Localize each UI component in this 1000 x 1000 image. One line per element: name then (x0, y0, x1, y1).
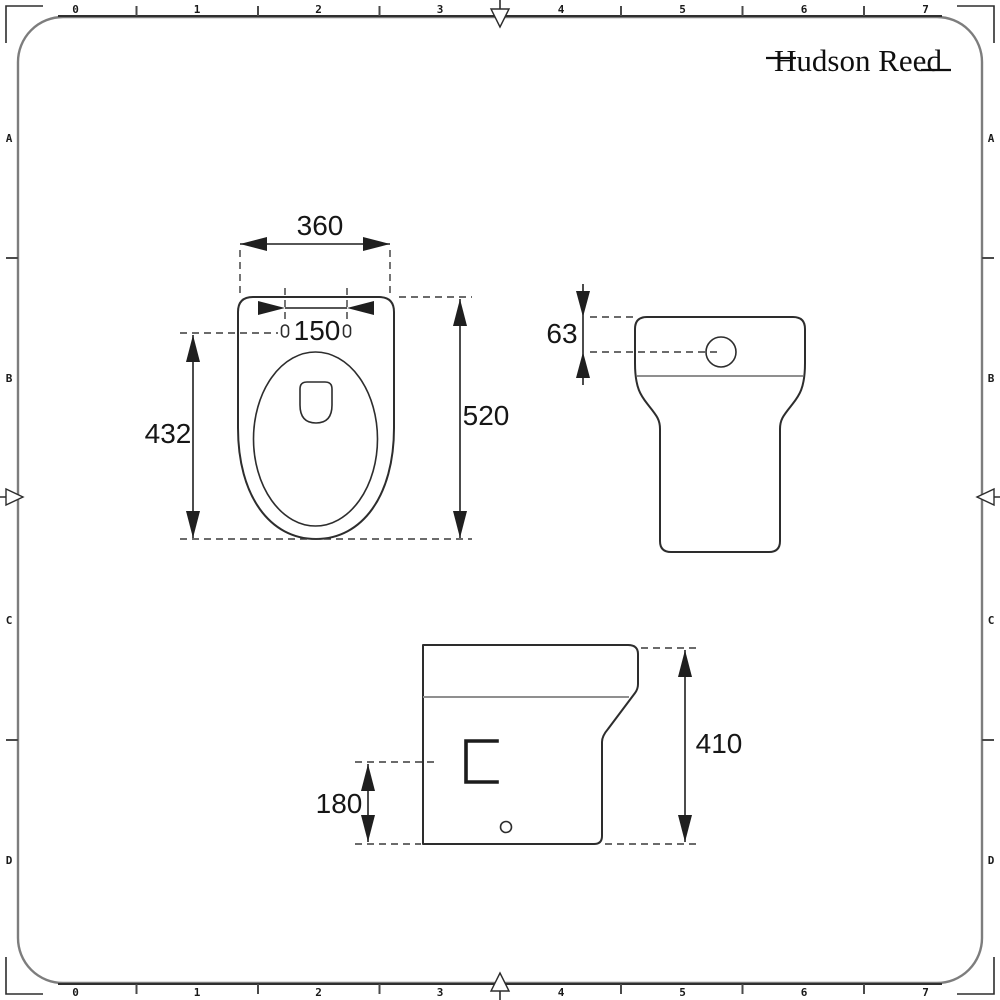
dim-front-hole-offset: 63 (546, 284, 717, 385)
dim-plan-fixing-centres: 150 (258, 288, 374, 346)
ruler-number: 6 (801, 986, 808, 999)
side-soil-outlet (464, 739, 499, 784)
dim-value-410: 410 (696, 728, 743, 759)
dim-value-150: 150 (294, 315, 341, 346)
center-datum-marker-left (0, 487, 25, 507)
side-outline (422, 644, 639, 845)
arrowhead (453, 511, 467, 538)
center-datum-marker-top (489, 0, 511, 29)
ruler-number: 4 (558, 986, 565, 999)
row-letter: B (988, 372, 995, 385)
plan-seat-opening (252, 351, 379, 527)
front-outline (634, 316, 806, 553)
ruler-number: 1 (194, 986, 201, 999)
row-letter: D (6, 854, 13, 867)
dim-side-soil-height: 180 (316, 761, 437, 845)
arrowhead (678, 650, 692, 677)
dim-value-360: 360 (297, 210, 344, 241)
plan-pan-outline (237, 296, 395, 540)
row-letter: A (6, 132, 13, 145)
plan-flush-hole (299, 381, 333, 424)
ruler-number: 5 (679, 3, 686, 16)
center-datum-marker-right (975, 487, 1000, 507)
ruler-number: 2 (315, 3, 322, 16)
front-fixing-hole (705, 336, 737, 368)
dim-value-63: 63 (546, 318, 577, 349)
sheet-border (16, 15, 984, 985)
plan-view: 360 150 432 520 (145, 210, 510, 540)
arrowhead (361, 764, 375, 791)
front-view: 63 (546, 284, 806, 553)
row-letter: A (988, 132, 995, 145)
corner-mark-top-left (5, 5, 43, 43)
ruler-number: 2 (315, 986, 322, 999)
arrowhead (240, 237, 267, 251)
dim-plan-width: 360 (239, 210, 391, 293)
arrowhead (678, 815, 692, 842)
dim-value-432: 432 (145, 418, 192, 449)
dim-plan-bowl-depth: 432 (145, 332, 278, 538)
ruler-number: 4 (558, 3, 565, 16)
ruler-number: 7 (922, 986, 929, 999)
row-letter: C (988, 614, 995, 627)
corner-mark-top-right (957, 5, 995, 43)
ruler-number: 3 (437, 3, 444, 16)
side-fixing-hole (499, 820, 513, 834)
arrowhead (361, 815, 375, 842)
arrowhead (576, 352, 590, 378)
ruler-number: 3 (437, 986, 444, 999)
arrowhead (453, 299, 467, 326)
dim-side-overall-height: 410 (605, 647, 743, 845)
ruler-number: 0 (72, 3, 79, 16)
ruler-number: 1 (194, 3, 201, 16)
ruler-right: A B C D (982, 132, 995, 867)
brand-name: Hudson Reed (774, 43, 942, 78)
ruler-number: 6 (801, 3, 808, 16)
ruler-number: 5 (679, 986, 686, 999)
arrowhead (576, 291, 590, 317)
center-datum-marker-bottom (489, 971, 511, 1000)
arrowhead (258, 301, 285, 315)
row-letter: D (988, 854, 995, 867)
dim-plan-overall-depth: 520 (180, 296, 510, 540)
ruler-number: 7 (922, 3, 929, 16)
row-letter: C (6, 614, 13, 627)
corner-mark-bottom-right (957, 957, 995, 995)
dim-value-180: 180 (316, 788, 363, 819)
plan-hinge-hole-left (280, 324, 290, 338)
arrowhead (347, 301, 374, 315)
arrowhead (186, 511, 200, 538)
ruler-number: 0 (72, 986, 79, 999)
corner-mark-bottom-left (5, 957, 43, 995)
arrowhead (186, 335, 200, 362)
dim-value-520: 520 (463, 400, 510, 431)
row-letter: B (6, 372, 13, 385)
side-view: 410 180 (316, 644, 743, 845)
plan-hinge-hole-right (342, 324, 352, 338)
arrowhead (363, 237, 390, 251)
brand-logo: Hudson Reed (766, 43, 951, 78)
ruler-left: A B C D (6, 132, 18, 867)
